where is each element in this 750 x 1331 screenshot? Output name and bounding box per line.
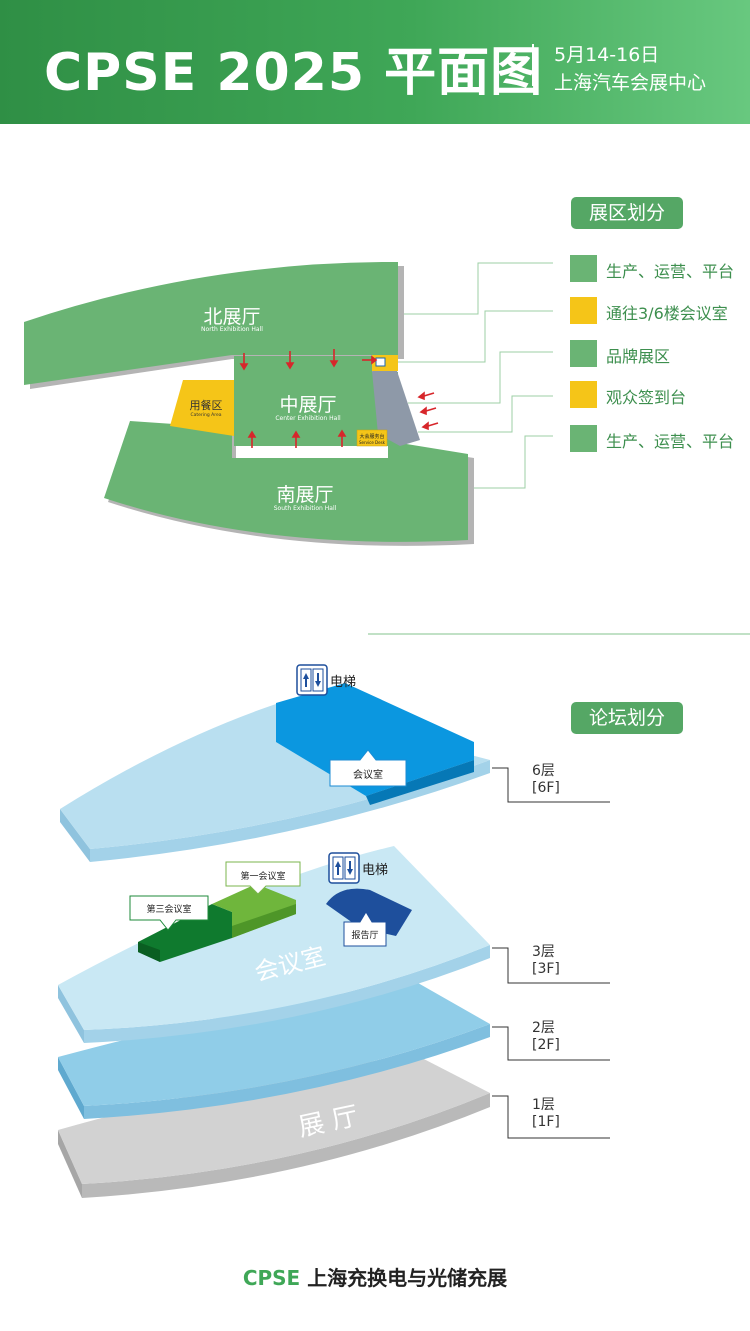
leader-lines [396, 262, 553, 489]
south-hall-label: 南展厅 [276, 484, 333, 506]
event-venue: 上海汽车会展中心 [554, 72, 707, 94]
floor-plan-map: 大会服务台 Service Desk 北展厅 North Exhibition … [24, 261, 750, 635]
catering-label: 用餐区 [190, 398, 223, 412]
callout-room-third-label: 第三会议室 [146, 903, 191, 915]
floor-1f: 展 厅 [58, 1056, 490, 1198]
service-desk-label-en: Service Desk [359, 440, 386, 445]
legend-label: 观众签到台 [606, 388, 687, 407]
header-divider [532, 44, 534, 86]
elevator-icon [296, 664, 328, 696]
legend-label: 生产、运营、平台 [606, 262, 735, 281]
callout-meeting-6f: 会议室 [329, 749, 407, 787]
catering-area [170, 380, 234, 436]
legend-swatch-yellow [570, 381, 597, 408]
entrance-ramp [372, 371, 420, 446]
event-date: 5月14-16日 [554, 44, 660, 66]
room-first-block [212, 884, 296, 938]
floor-name: 2层 [532, 1020, 555, 1036]
callout-room-first-label: 第一会议室 [240, 870, 285, 882]
callout-report-hall: 报告厅 [343, 911, 387, 947]
south-hall-area [104, 421, 468, 542]
callout-room-first: 第一会议室 [225, 861, 301, 895]
floor-2f [58, 983, 490, 1119]
floor-code: [2F] [532, 1037, 560, 1053]
forum-section-label: 论坛划分 [571, 702, 683, 734]
floor-leader-lines [492, 767, 610, 1139]
service-desk [356, 429, 388, 447]
north-hall-label: 北展厅 [203, 306, 260, 328]
access-elevator-icon [375, 357, 386, 367]
floor-code: [3F] [532, 961, 560, 977]
floor-name: 3层 [532, 944, 555, 960]
floor-name: 6层 [532, 763, 555, 779]
north-hall-area [24, 261, 398, 385]
report-hall-block [326, 888, 412, 936]
elevator-label-6f: 电梯 [330, 675, 356, 690]
center-hall-area [234, 356, 398, 446]
legend-label: 品牌展区 [606, 347, 671, 366]
entrance-arrows [239, 349, 439, 448]
footer-brand-name: CPSE [242, 1266, 301, 1290]
floor-3f: 会议室 [58, 846, 490, 1043]
header-banner: CPSE 2025 平面图 5月14-16日 上海汽车会展中心 [0, 0, 750, 124]
legend-swatch-yellow [570, 297, 597, 324]
legend-label: 生产、运营、平台 [606, 432, 735, 451]
callout-room-third: 第三会议室 [129, 895, 209, 931]
legend-swatch-green [570, 425, 597, 452]
floor-label-2f: 2层 [2F] [532, 1020, 560, 1054]
floor-6f [60, 683, 490, 862]
floor-code: [1F] [532, 1114, 560, 1130]
service-desk-label: 大会服务台 [359, 433, 384, 440]
callout-report-hall-label: 报告厅 [351, 929, 378, 941]
catering-label-en: Catering Area [190, 412, 221, 418]
legend-label: 通往3/6楼会议室 [606, 304, 728, 323]
page-title: CPSE 2025 平面图 [44, 43, 544, 103]
callout-meeting-6f-label: 会议室 [353, 768, 383, 781]
floor-label-6f: 6层 [6F] [532, 763, 560, 797]
floor-name: 1层 [532, 1097, 555, 1113]
legend-swatch-green [570, 255, 597, 282]
footer-brand: CPSE 上海充换电与光储充展 [0, 1262, 750, 1291]
zones-section-label: 展区划分 [571, 197, 683, 229]
meeting-room-6f-block [276, 683, 474, 796]
forum-floors-diagram: 展 厅 会议室 会议室 第一会议室 [58, 664, 610, 1198]
floor-code: [6F] [532, 780, 560, 796]
center-hall-label: 中展厅 [279, 394, 336, 416]
floor-label-1f: 1层 [1F] [532, 1097, 560, 1131]
footer-brand-tagline: 上海充换电与光储充展 [307, 1266, 508, 1290]
floor-label-3f: 3层 [3F] [532, 944, 560, 978]
south-hall-label-en: South Exhibition Hall [274, 505, 337, 512]
elevator-icon [328, 852, 360, 884]
legend-swatch-green [570, 340, 597, 367]
center-hall-label-en: Center Exhibition Hall [275, 415, 341, 422]
north-hall-label-en: North Exhibition Hall [201, 326, 263, 333]
elevator-label-3f: 电梯 [362, 863, 388, 878]
